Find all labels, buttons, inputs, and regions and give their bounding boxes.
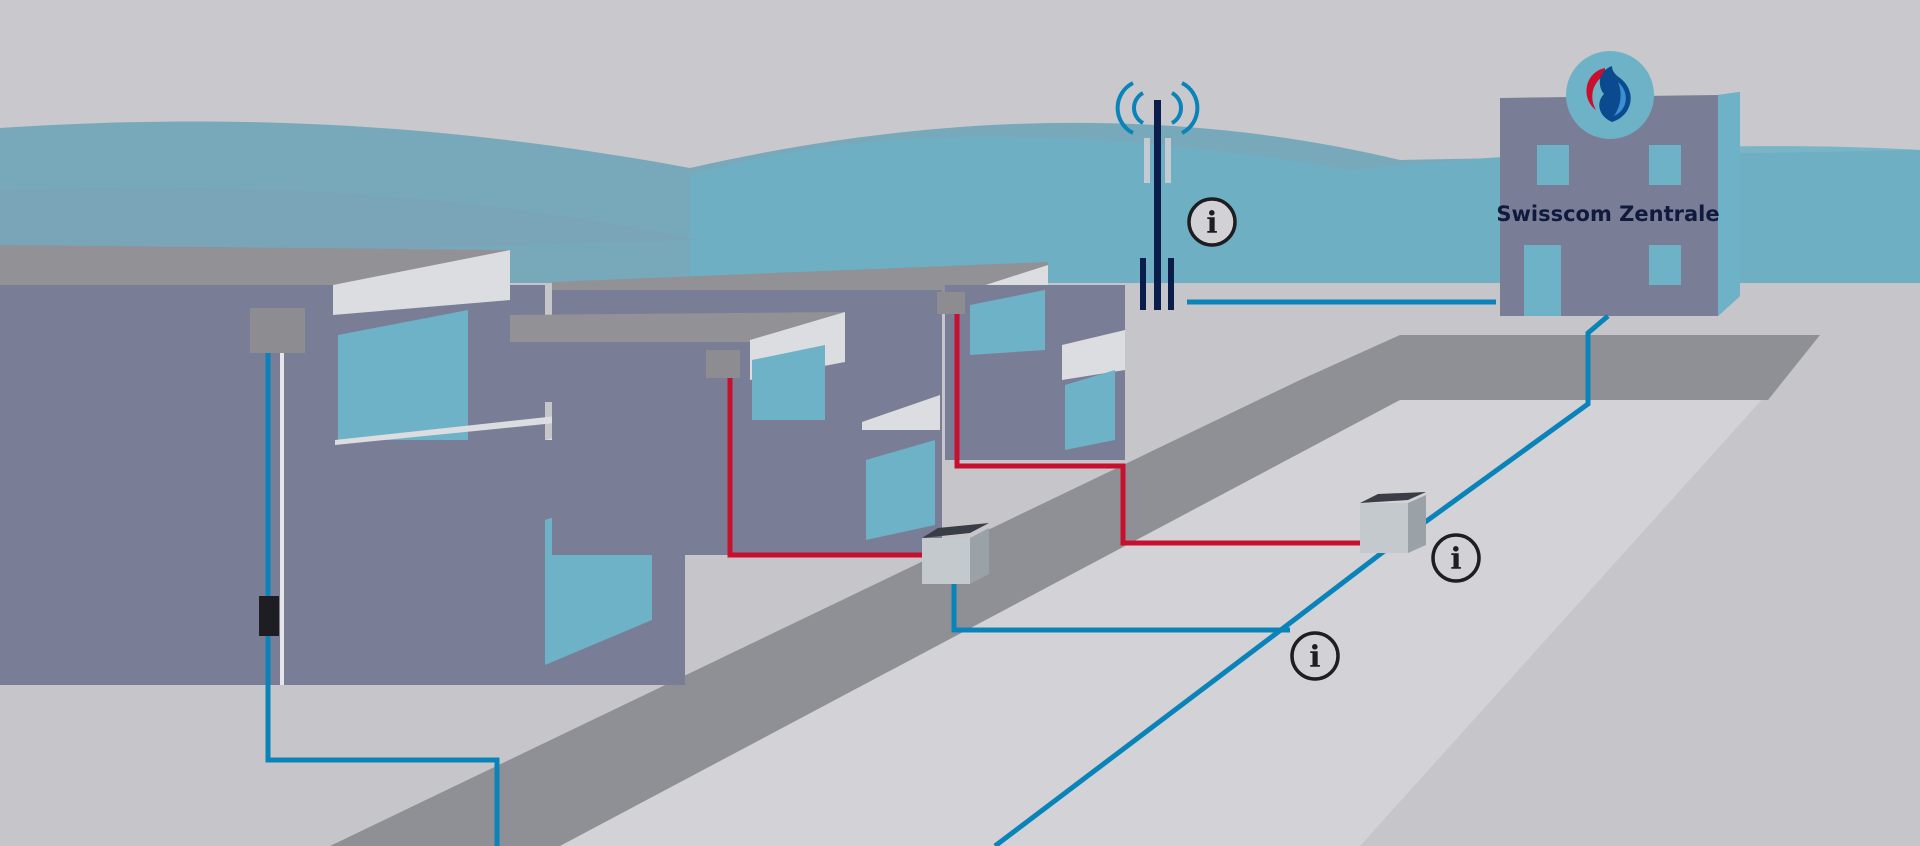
info-button-distribution-box[interactable]: i: [1431, 533, 1481, 583]
house-1: [0, 245, 685, 685]
info-button-street-cable[interactable]: i: [1290, 631, 1340, 681]
house-3: [937, 265, 1125, 460]
house-2: [510, 262, 1048, 555]
info-icon: [1187, 197, 1237, 247]
info-icon: [1290, 631, 1340, 681]
fiber-cable-branch: [951, 575, 1290, 633]
sidewalk: [510, 335, 1820, 846]
info-icon: [1431, 533, 1481, 583]
fiber-junction-box: [259, 596, 279, 636]
fiber-cable-street: [993, 314, 1610, 846]
swisscom-logo-icon: [1566, 51, 1654, 139]
copper-cable-house-3: [954, 314, 1360, 546]
fiber-cable-house-1: [265, 353, 500, 846]
svg-text:i: i: [1206, 206, 1217, 241]
fiber-cables: [265, 299, 1610, 846]
svg-text:i: i: [1309, 640, 1320, 675]
headquarters-label: Swisscom Zentrale: [1496, 202, 1719, 226]
distribution-box-1: [922, 523, 989, 584]
copper-cables: [727, 314, 1360, 558]
copper-cable-house-2: [727, 378, 922, 558]
info-button-antenna[interactable]: i: [1187, 197, 1237, 247]
road: [330, 335, 1820, 846]
distribution-box-2: [1360, 492, 1426, 553]
cell-tower-icon: [1115, 81, 1200, 310]
swisscom-headquarters: Swisscom Zentrale: [1496, 92, 1740, 316]
svg-text:i: i: [1450, 542, 1461, 577]
